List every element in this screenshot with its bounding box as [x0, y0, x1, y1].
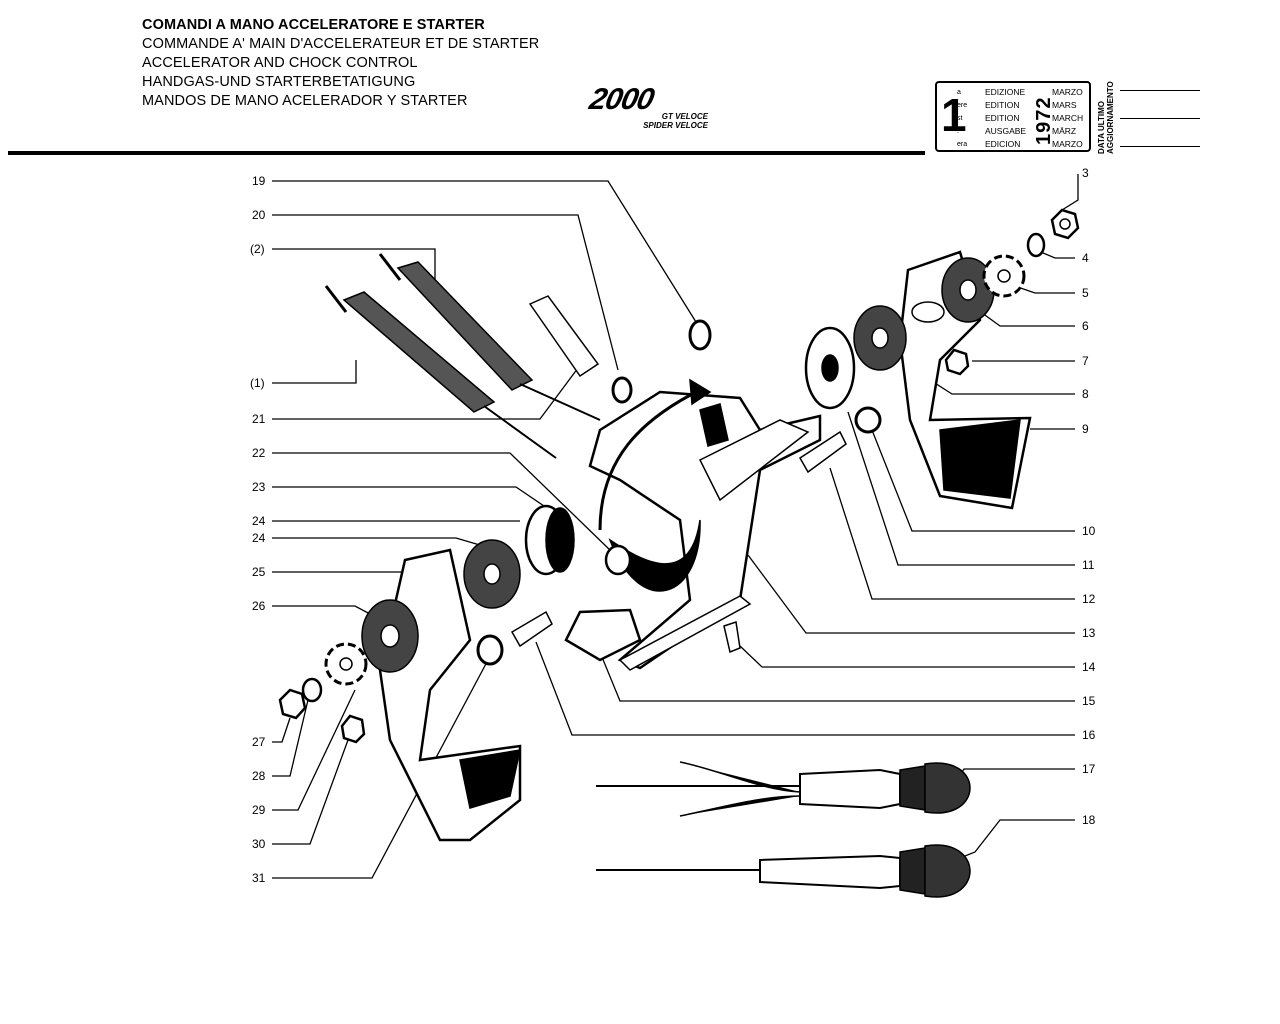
callout-label: 12: [1082, 592, 1096, 606]
callout-label: 31: [252, 871, 266, 885]
washer-23: [524, 504, 575, 576]
callout-label: 7: [1082, 354, 1089, 368]
bushing-10: [854, 406, 882, 434]
edition-month: MÄRZ: [1052, 126, 1077, 136]
cable-2: [378, 253, 601, 421]
callout-label: 20: [252, 208, 266, 222]
washer-4: [1026, 232, 1046, 258]
callout-label: 21: [252, 412, 266, 426]
cable-1: [324, 285, 557, 459]
model-logo: 2000 GT VELOCE SPIDER VELOCE: [587, 83, 720, 130]
parts-group: [278, 208, 1080, 898]
edition-suffix: ere: [957, 102, 968, 109]
knurl-6: [941, 257, 995, 323]
title-italian: COMANDI A MANO ACCELERATORE E STARTER: [142, 17, 485, 33]
callout-label: 18: [1082, 813, 1096, 827]
title-english: ACCELERATOR AND CHOCK CONTROL: [142, 55, 418, 71]
callout-label: 17: [1082, 762, 1096, 776]
edition-month: MARCH: [1052, 113, 1084, 123]
nut-27: [278, 688, 307, 720]
washer-28: [301, 677, 323, 703]
title-spanish: MANDOS DE MANO ACELERADOR Y STARTER: [142, 93, 468, 109]
callout-label: 6: [1082, 319, 1089, 333]
edition-suffix: era: [957, 141, 968, 148]
callout-label: 15: [1082, 694, 1096, 708]
callout-label: 5: [1082, 286, 1089, 300]
bracket-13: [588, 390, 822, 671]
leader-lines: [272, 174, 1079, 879]
edition-box: 1 a ere st . era EDIZIONE EDITION EDITIO…: [935, 81, 1091, 152]
callout-label: (2): [250, 242, 265, 256]
pull-cable-18: [596, 844, 971, 898]
callout-label: 30: [252, 837, 266, 851]
star-29: [324, 642, 368, 686]
knurl-24: [463, 539, 521, 609]
edition-label: AUSGABE: [985, 126, 1027, 136]
nut-7: [944, 348, 970, 376]
screw-14: [723, 621, 741, 654]
callout-label: 26: [252, 599, 266, 613]
header-rule: [8, 151, 925, 155]
edition-label: EDICION: [985, 139, 1021, 149]
update-line: [1120, 90, 1200, 91]
title-german: HANDGAS-UND STARTERBETATIGUNG: [142, 74, 416, 90]
screw-11: [798, 430, 847, 474]
edition-suffix: a: [957, 89, 961, 96]
callout-label: 27: [252, 735, 266, 749]
callout-label: 3: [1082, 166, 1089, 180]
update-line: [1120, 118, 1200, 119]
knurl-8: [853, 305, 907, 371]
callout-label: 24: [252, 531, 266, 545]
edition-month: MARZO: [1052, 139, 1083, 149]
callout-label: 11: [1082, 558, 1095, 572]
callout-label: 10: [1082, 524, 1096, 538]
callout-label: 29: [252, 803, 266, 817]
callout-label: (1): [250, 376, 265, 390]
callout-label: 28: [252, 769, 266, 783]
nut-30: [340, 714, 366, 744]
rotation-arrow: [598, 378, 712, 531]
edition-label: EDITION: [985, 113, 1020, 123]
knurl-26: [361, 599, 419, 673]
logo-subtitle: GT VELOCE SPIDER VELOCE: [628, 112, 708, 130]
logo-gt-veloce: GT VELOCE: [661, 112, 708, 121]
edition-number: 1: [941, 89, 967, 141]
edition-month: MARS: [1052, 100, 1077, 110]
update-line: [1120, 146, 1200, 147]
clip-19: [688, 319, 712, 351]
pull-cable-17: [596, 761, 971, 817]
callout-label: 25: [252, 565, 266, 579]
clamp-15: [564, 608, 642, 662]
callout-label: 23: [252, 480, 266, 494]
title-french: COMMANDE A' MAIN D'ACCELERATEUR ET DE ST…: [142, 36, 540, 52]
callout-label: 9: [1082, 422, 1089, 436]
callout-label: 8: [1082, 387, 1089, 401]
edition-suffix: .: [957, 128, 959, 135]
edition-month: MARZO: [1052, 87, 1083, 97]
edition-suffix: st: [957, 115, 963, 122]
callout-label: 19: [252, 174, 266, 188]
screw-16: [510, 610, 553, 648]
logo-spider-veloce: SPIDER VELOCE: [643, 121, 708, 130]
bushing-31: [476, 634, 504, 666]
sleeve-20: [528, 295, 633, 404]
edition-label: EDITION: [985, 100, 1020, 110]
star-5: [982, 254, 1026, 298]
washer-12: [804, 326, 856, 410]
callout-label: 22: [252, 446, 266, 460]
title-block: COMANDI A MANO ACCELERATORE E STARTER CO…: [142, 16, 539, 111]
nut-3: [1050, 208, 1080, 240]
callout-label: 16: [1082, 728, 1096, 742]
callout-label: 13: [1082, 626, 1096, 640]
edition-label: EDIZIONE: [985, 87, 1026, 97]
callout-label: 14: [1082, 660, 1096, 674]
knob-22: [604, 544, 632, 576]
callout-label: 4: [1082, 251, 1089, 265]
callout-label: 24: [252, 514, 266, 528]
